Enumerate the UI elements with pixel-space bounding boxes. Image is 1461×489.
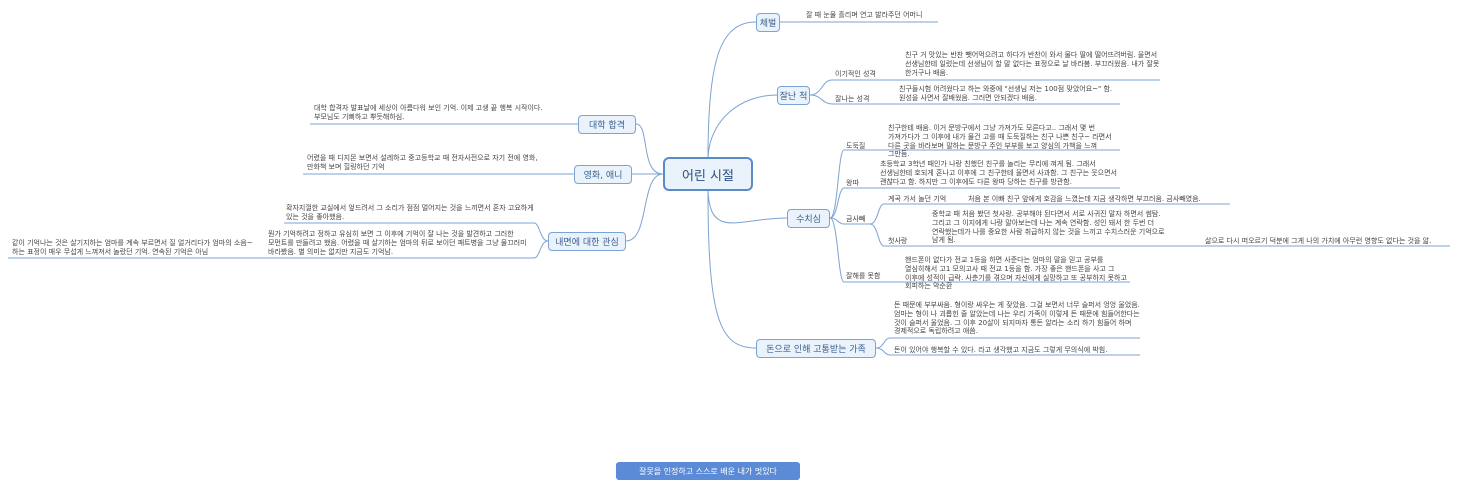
sub-lie[interactable]: 금사빼 [846, 215, 866, 223]
leaf-punishment: 잘 때 눈물 흘리며 연고 발라주던 어머니 [806, 11, 923, 19]
branch-line [635, 123, 664, 175]
branch-line [266, 240, 549, 259]
leaf-inner-2: 뭔가 기억하려고 정하고 유심히 보면 그 이후에 기억이 잘 나는 것을 발견… [268, 230, 527, 256]
leaf-lie-detail: 처음 본 이빠 친구 앞에게 호감을 느꼈는데 지금 생각하면 부끄러움. 금사… [968, 195, 1201, 203]
sub-sell[interactable]: 잘해를 못함 [846, 272, 881, 280]
leaf-money-1: 돈 때문에 부부싸움. 형이랑 싸우는 게 잦았음. 그걸 보면서 너무 슬퍼서… [894, 301, 1140, 336]
leaf-college: 대학 합격자 발표날에 세상이 아름다워 보인 기억. 이제 고생 끝 행복 시… [314, 104, 543, 121]
leaf-first-love: 중학교 때 처음 봤던 첫사랑. 공부해야 된다면서 서로 사귀진 말자 하면서… [932, 210, 1165, 245]
leaf-selfish: 친구 거 맛있는 반찬 뺏어먹으려고 하다가 반찬이 와서 물다 딸에 떨어뜨려… [905, 51, 1160, 77]
branch-line [284, 222, 549, 242]
branch-line [875, 337, 1140, 349]
topic-shame[interactable]: 수치심 [787, 209, 830, 228]
topic-inner[interactable]: 내면에 대한 관심 [548, 232, 626, 251]
branch-line [707, 21, 757, 158]
leaf-lie: 계곡 가서 놀던 기억 [888, 195, 947, 203]
topic-movie[interactable]: 영화, 애니 [574, 165, 632, 184]
leaf-bluff: 친구들시험 어려웠다고 하는 와중에 "선생님 저는 100점 맞았어요~" 함… [899, 85, 1113, 102]
topic-pretend[interactable]: 잘난 척 [777, 86, 810, 105]
topic-punishment[interactable]: 체벌 [756, 13, 780, 32]
branch-line [869, 223, 912, 247]
branch-line [829, 149, 866, 219]
leaf-inner-1: 확자지껄한 교실에서 엎드려서 그 소리가 점점 멀어지는 것을 느끼면서 혼자… [286, 204, 534, 221]
branch-line [809, 94, 880, 105]
branch-line [829, 217, 880, 283]
sub-bully[interactable]: 왕따 [846, 179, 859, 187]
footer-banner: 잘못을 인정하고 스스로 배운 내가 멋있다 [616, 462, 800, 480]
leaf-inner-left: 같이 기억나는 것은 살기지하는 엄마를 계속 부르면서 질 얼거리다가 엄마의… [12, 239, 253, 256]
sub-first-love[interactable]: 첫사랑 [888, 237, 908, 245]
branch-line [707, 190, 788, 224]
leaf-shame-conclusion: 삶으로 다시 떠오르기 덕분에 그게 나의 가치에 아무런 영향도 없다는 것을… [1205, 237, 1432, 245]
topic-money-family[interactable]: 돈으로 인해 고통받는 가족 [756, 339, 876, 358]
leaf-money-2: 돈이 있어야 행복할 수 있다. 라고 생각했고 지금도 그렇게 무의식에 박힘… [894, 346, 1108, 354]
leaf-movie: 어렸을 때 디지몬 보면서 설레하고 중고등학교 때 전자사전으로 자기 전에 … [307, 154, 538, 171]
leaf-sell: 핸드폰이 없다가 전교 1등을 하면 사준다는 엄마의 말을 믿고 공부를 열심… [905, 256, 1127, 291]
branch-line [869, 203, 950, 225]
branch-line [625, 173, 664, 242]
sub-steal[interactable]: 도둑질 [846, 142, 866, 150]
branch-line [707, 190, 757, 349]
branch-line [829, 217, 870, 225]
leaf-bully: 초등학교 3학년 때인가 나랑 친했던 친구를 놀리는 무리에 껴게 됨. 그래… [880, 160, 1117, 186]
topic-college[interactable]: 대학 합격 [578, 115, 636, 134]
central-topic[interactable]: 어린 시절 [663, 157, 753, 191]
branch-line [829, 187, 858, 219]
branch-line [809, 79, 885, 96]
branch-line [707, 94, 778, 158]
leaf-steal: 친구한테 배움. 이거 문방구에서 그냥 가져가도 모른다고.. 그래서 몇 번… [888, 124, 1112, 159]
sub-bluff[interactable]: 잘나는 성격 [835, 95, 870, 103]
branch-line [875, 347, 1140, 356]
sub-selfish[interactable]: 이기적인 성격 [835, 70, 876, 78]
